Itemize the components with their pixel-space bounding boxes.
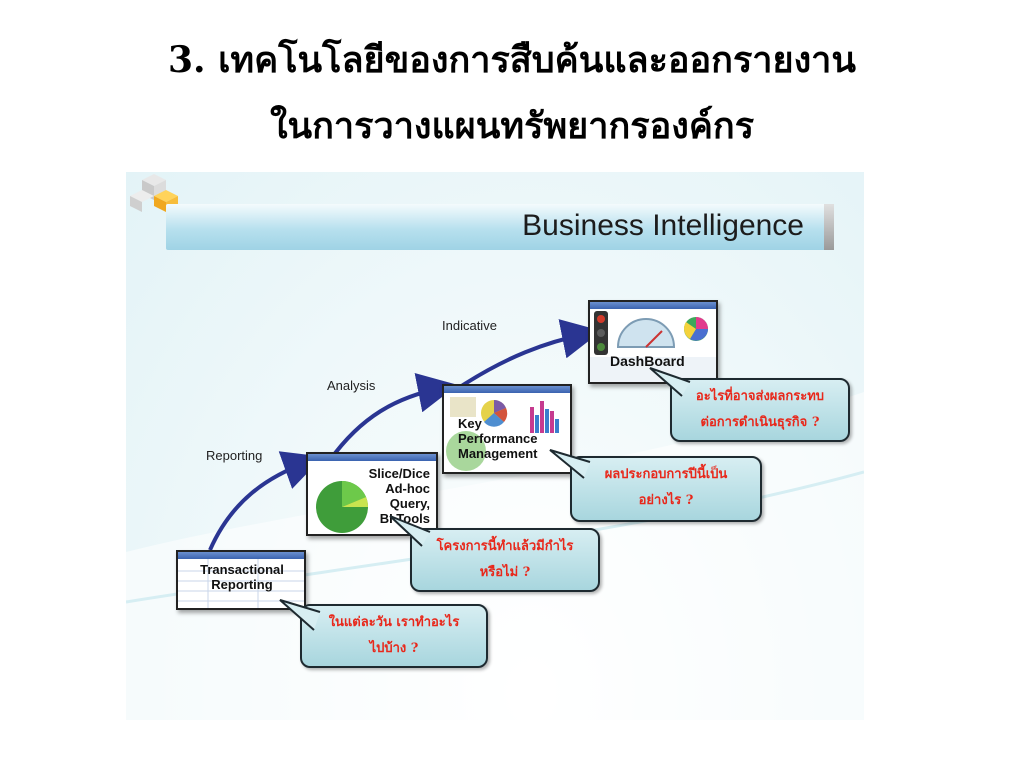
callout-bubble-3: ผลประกอบการปีนี้เป็น อย่างไร ? — [549, 449, 762, 522]
label-analysis: Analysis — [327, 378, 376, 393]
window-titlebar — [308, 454, 436, 461]
callout-text-2: โครงการนี้ทำแล้วมีกำไร หรือไม่ ? — [436, 539, 574, 580]
stage-transactional-reporting: Transactional Reporting — [176, 550, 306, 610]
report-grid-icon — [178, 559, 304, 608]
stage-label-transactional: Transactional Reporting — [200, 562, 284, 592]
kpi-charts-icon — [446, 397, 559, 471]
page-title-line1: 3. เทคโนโลยีของการสืบค้นและออกรายงาน — [167, 39, 857, 81]
callout-bubble-2: โครงการนี้ทำแล้วมีกำไร หรือไม่ ? — [389, 515, 600, 592]
callout-bubble-1: ในแต่ละวัน เราทำอะไร ไปบ้าง ? — [279, 599, 488, 668]
arrow-reporting — [208, 451, 324, 551]
window-titlebar — [590, 302, 716, 309]
callout-tail — [549, 449, 591, 479]
stage-label-kpm: Key Performance Management — [458, 416, 538, 461]
banner-edge — [824, 204, 834, 250]
callout-tail — [279, 599, 321, 631]
callout-bubble-4: อะไรที่อาจส่งผลกระทบ ต่อการดำเนินธุรกิจ … — [649, 367, 850, 442]
progression-arrows — [208, 319, 602, 551]
green-pie-chart-icon — [316, 481, 368, 533]
callout-tail — [389, 515, 431, 547]
arrow-analysis — [328, 372, 458, 462]
bi-diagram-panel: Business Intelligence Reporting Analysis… — [126, 172, 864, 720]
dashboard-gauges-icon — [590, 311, 716, 382]
window-titlebar — [444, 386, 570, 393]
callout-text-4: อะไรที่อาจส่งผลกระทบ ต่อการดำเนินธุรกิจ … — [695, 389, 825, 430]
page-title-line2: ในการวางแผนทรัพยากรองค์กร — [269, 105, 755, 147]
arrow-indicative — [458, 319, 602, 389]
callout-tail — [649, 367, 691, 397]
stage-label-dashboard: DashBoard — [610, 353, 685, 369]
stage-key-performance-management: Key Performance Management — [442, 384, 572, 474]
callout-text-3: ผลประกอบการปีนี้เป็น อย่างไร ? — [604, 467, 728, 508]
label-indicative: Indicative — [442, 318, 497, 333]
callout-text-1: ในแต่ละวัน เราทำอะไร ไปบ้าง ? — [328, 615, 460, 656]
banner-title: Business Intelligence — [522, 209, 804, 242]
window-titlebar — [178, 552, 304, 559]
stage-slice-dice: Slice/Dice Ad-hoc Query, BI Tools — [306, 452, 438, 536]
title-banner: Business Intelligence — [166, 204, 834, 250]
label-reporting: Reporting — [206, 448, 263, 463]
stage-dashboard: DashBoard — [588, 300, 718, 384]
